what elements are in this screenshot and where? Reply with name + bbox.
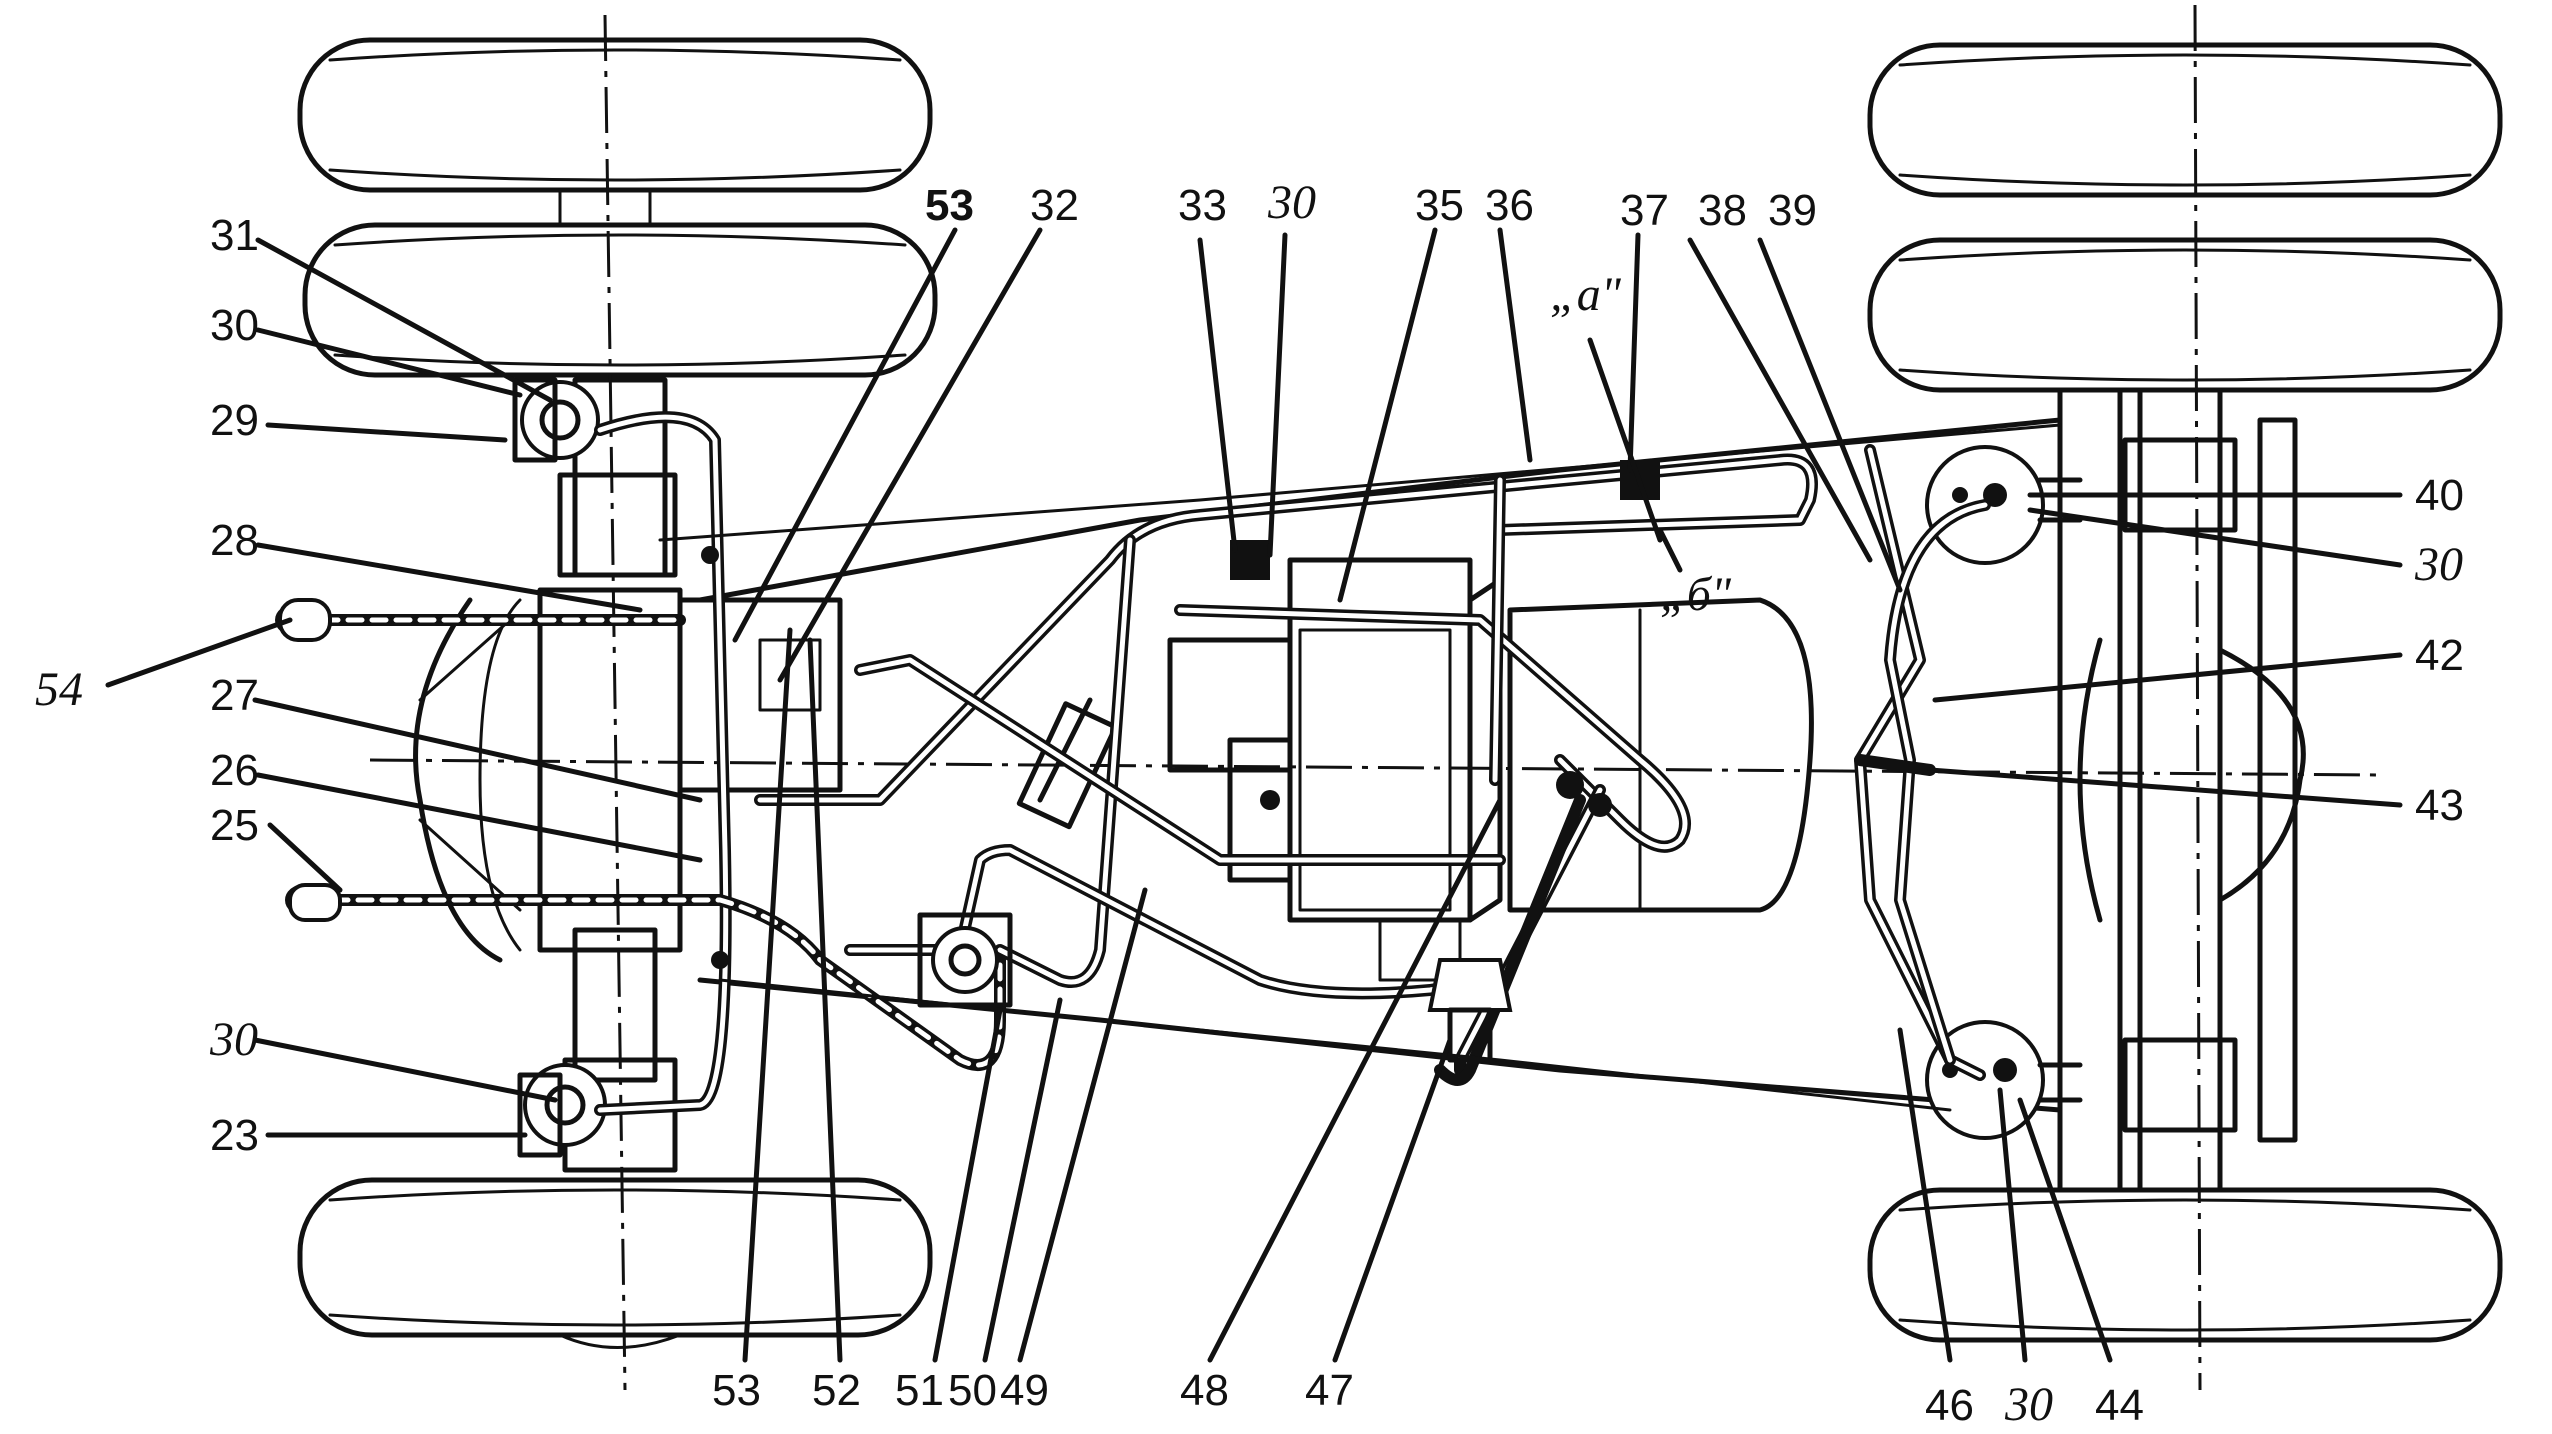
label-44: 44	[2095, 1381, 2144, 1430]
rear-axle	[1867, 42, 2503, 1343]
label-39: 39	[1768, 186, 1817, 235]
label-42: 42	[2415, 631, 2464, 680]
label-31: 31	[210, 211, 259, 260]
rear-right-tire	[1867, 1187, 2503, 1343]
label-25: 25	[210, 801, 259, 850]
callout-labels: 31 30 29 28 54 27 26 25 30 23 53 32 33 3…	[35, 176, 2464, 1431]
front-brake-chamber-bottom	[517, 1063, 607, 1158]
label-54: 54	[35, 663, 83, 716]
rear-left-lower-tire	[1867, 237, 2503, 393]
label-a: „а"	[1550, 268, 1622, 321]
label-47: 47	[1305, 1366, 1354, 1415]
label-26: 26	[210, 746, 259, 795]
label-51: 51	[895, 1366, 944, 1415]
label-36: 36	[1485, 181, 1534, 230]
label-30-front-bottom: 30	[209, 1013, 258, 1066]
label-27: 27	[210, 671, 259, 720]
label-48: 48	[1180, 1366, 1229, 1415]
label-b: „б"	[1660, 568, 1732, 621]
centerlines	[369, 4, 2381, 1391]
hose-couplings	[278, 598, 342, 922]
front-left-lower-tire	[302, 222, 938, 378]
front-brake-chamber-top	[512, 377, 600, 463]
label-30-rear-top: 30	[2414, 538, 2463, 591]
rear-left-upper-tire	[1867, 42, 2503, 198]
label-38: 38	[1698, 186, 1747, 235]
brake-valve-51	[917, 912, 1013, 1008]
label-30-center: 30	[1267, 176, 1316, 229]
label-53-top: 53	[925, 181, 974, 230]
label-35: 35	[1415, 181, 1464, 230]
label-23: 23	[210, 1111, 259, 1160]
label-37: 37	[1620, 186, 1669, 235]
front-left-upper-tire	[297, 37, 933, 193]
rear-brake-chamber-bottom	[1925, 1020, 2083, 1140]
leader-lines	[105, 227, 2403, 1363]
label-49: 49	[1000, 1366, 1049, 1415]
label-30-rear-bottom: 30	[2004, 1378, 2053, 1431]
label-43: 43	[2415, 781, 2464, 830]
label-46: 46	[1925, 1381, 1974, 1430]
rear-brake-chamber-top	[1925, 445, 2083, 565]
label-29: 29	[210, 396, 259, 445]
valve-connectors	[701, 460, 1660, 969]
label-33: 33	[1178, 181, 1227, 230]
label-50: 50	[948, 1366, 997, 1415]
front-right-tire	[297, 1177, 933, 1338]
label-30-front-top: 30	[210, 301, 259, 350]
label-28: 28	[210, 516, 259, 565]
pressure-regulator-47	[1427, 958, 1513, 1063]
label-52: 52	[812, 1366, 861, 1415]
label-40: 40	[2415, 471, 2464, 520]
label-53-bottom: 53	[712, 1366, 761, 1415]
label-32: 32	[1030, 181, 1079, 230]
